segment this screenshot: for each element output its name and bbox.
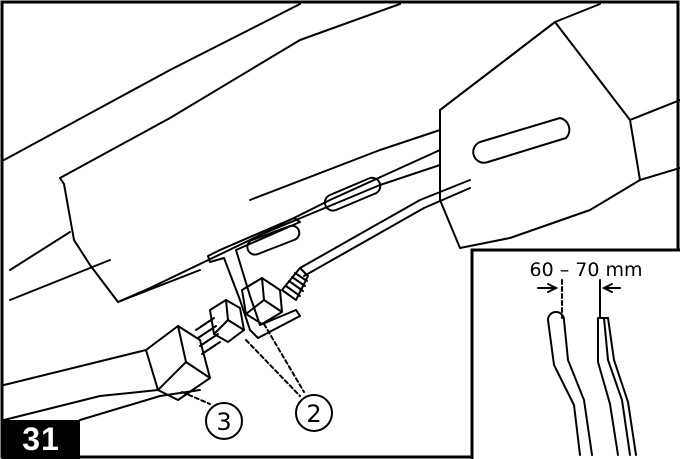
callout-2-label: 2	[306, 400, 321, 428]
leader-2b	[245, 339, 301, 397]
cable-lower	[303, 187, 471, 277]
callout-3-label: 3	[216, 408, 231, 436]
right-arm-bottom	[639, 167, 680, 181]
threaded-end	[281, 267, 309, 301]
callout-3: 3	[205, 402, 243, 440]
adjuster-sleeve-face	[157, 325, 211, 391]
thread-marks	[285, 272, 308, 297]
rod-body-lower	[259, 164, 441, 236]
nut-lower-face	[213, 299, 245, 335]
figure-number-badge: 31	[2, 420, 80, 459]
upper-housing	[3, 3, 401, 179]
callout-2-circle	[295, 394, 333, 432]
adjuster-thread	[195, 317, 221, 355]
inset-detail: 60 – 70 mm	[470, 248, 680, 459]
housing-slot	[472, 117, 571, 164]
rod-slot	[323, 176, 382, 212]
inset-dimension-label: 60 – 70 mm	[530, 259, 643, 281]
inset-tube-right	[597, 317, 631, 456]
leader-2	[263, 323, 305, 393]
bracket-slot	[246, 224, 301, 256]
leader-3	[181, 391, 211, 405]
lower-rod-edge	[79, 389, 201, 421]
lower-rod-upper	[3, 349, 147, 386]
housing-cover	[59, 21, 556, 303]
dimension-arrow-right	[601, 283, 621, 293]
right-housing-top	[554, 3, 601, 23]
main-drawing	[3, 3, 680, 421]
right-arm-top	[629, 99, 680, 121]
cable-upper	[299, 179, 471, 269]
rod-body-upper	[249, 129, 441, 201]
inset-tube-left	[547, 311, 593, 456]
lower-rod-lower	[3, 389, 159, 421]
dimension-arrow-left	[537, 283, 559, 293]
nut-upper-face	[245, 277, 283, 315]
housing-side	[9, 231, 71, 271]
housing-lower-edge	[9, 259, 201, 303]
inset-tube-right-inner	[603, 317, 637, 456]
callout-3-circle	[205, 402, 243, 440]
callout-2: 2	[295, 394, 333, 432]
mounting-bracket	[207, 217, 301, 339]
right-housing	[439, 21, 641, 249]
